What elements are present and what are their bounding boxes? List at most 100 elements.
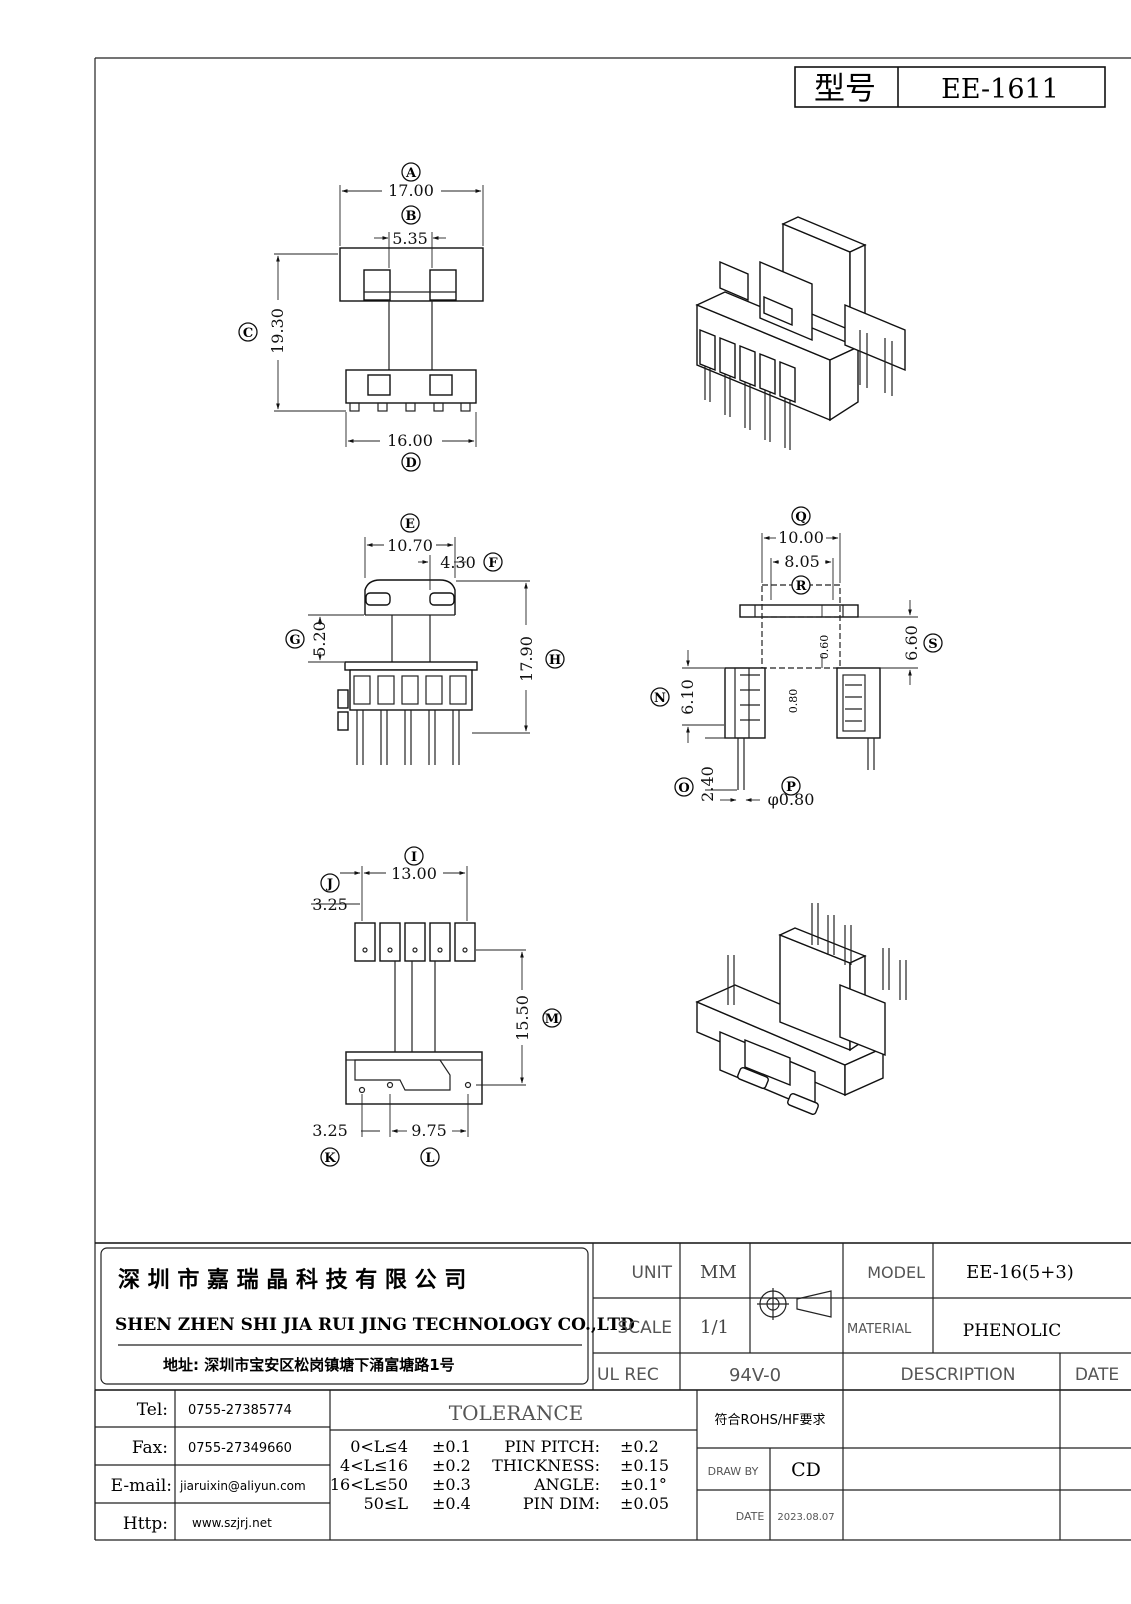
svg-text:E: E (405, 517, 415, 532)
dim-letter-q: Q (791, 506, 811, 526)
dim-o-value: 2.40 (698, 766, 717, 802)
svg-text:R: R (796, 579, 807, 594)
http-label: Http: (123, 1514, 168, 1534)
tel-label: Tel: (137, 1400, 168, 1420)
fax-label: Fax: (132, 1438, 168, 1458)
svg-text:H: H (549, 653, 561, 668)
dim-letter-i: I (404, 846, 424, 866)
dim-a-value: 17.00 (388, 181, 434, 200)
dim-letter-f: F (483, 552, 503, 572)
svg-text:F: F (488, 556, 498, 571)
model-box-label: 型号 (814, 71, 876, 107)
model-value: EE-16(5+3) (966, 1262, 1074, 1283)
description-label: DESCRIPTION (900, 1365, 1015, 1385)
company-address: 地址: 深圳市宝安区松岗镇塘下涌富塘路1号 (163, 1356, 455, 1374)
dim-letter-s: S (923, 633, 943, 653)
title-block (94, 1242, 1131, 1540)
pins-iso-top (704, 360, 791, 450)
tolerance-range-value: ±0.4 (432, 1494, 471, 1513)
dim-q-value: 10.00 (778, 528, 824, 547)
dim-r-value: 8.05 (784, 552, 820, 571)
svg-text:O: O (678, 781, 689, 796)
fax-value: 0755-27349660 (188, 1441, 292, 1456)
dim-letter-p: P (781, 776, 801, 796)
dim-letter-m: M (542, 1008, 562, 1028)
dim-s-value: 6.60 (902, 625, 921, 661)
dim-letter-b: B (401, 205, 421, 225)
view-front (308, 537, 530, 765)
tolerance-item-value: ±0.1° (620, 1475, 667, 1494)
date-row-label: DATE (736, 1510, 765, 1523)
unit-value: MM (700, 1262, 737, 1283)
dim-letter-g: G (285, 629, 305, 649)
http-value: www.szjrj.net (192, 1516, 272, 1530)
ul-label: UL REC (597, 1365, 659, 1385)
view-bottom (311, 866, 526, 1137)
tolerance-item-value: ±0.05 (620, 1494, 669, 1513)
dim-letter-e: E (400, 513, 420, 533)
svg-text:S: S (928, 637, 937, 652)
scale-value: 1/1 (700, 1317, 729, 1338)
svg-text:B: B (406, 209, 417, 224)
date-label: DATE (1075, 1365, 1119, 1385)
svg-text:L: L (425, 1151, 434, 1166)
svg-text:A: A (405, 166, 417, 181)
dim-letter-k: K (320, 1147, 340, 1167)
svg-text:G: G (289, 633, 300, 648)
svg-text:I: I (411, 850, 417, 865)
svg-text:J: J (326, 877, 333, 892)
tolerance-item-value: ±0.2 (620, 1437, 659, 1456)
dim-l-value: 9.75 (411, 1121, 447, 1140)
ul-value: 94V-0 (729, 1365, 781, 1386)
dim-n-value: 6.10 (678, 679, 697, 715)
tolerance-range: 4<L≤16 (340, 1456, 408, 1475)
tolerance-item: PIN DIM: (523, 1494, 600, 1513)
svg-text:C: C (243, 326, 253, 341)
dim-letter-l: L (420, 1147, 440, 1167)
dim-m-value: 15.50 (513, 995, 532, 1041)
view-side (682, 533, 918, 802)
tolerance-title: TOLERANCE (449, 1401, 584, 1425)
material-label: MATERIAL (847, 1322, 912, 1337)
model-box: 型号 EE-1611 (794, 66, 1106, 108)
svg-text:Q: Q (795, 510, 806, 525)
dim-g-value: 5.20 (310, 621, 329, 657)
tel-value: 0755-27385774 (188, 1403, 292, 1418)
tolerance-item-value: ±0.15 (620, 1456, 669, 1475)
rohs-note: 符合ROHS/HF要求 (715, 1412, 826, 1428)
dim-p-value: φ0.80 (768, 790, 815, 809)
projection-symbol-icon (757, 1288, 832, 1320)
model-box-value: EE-1611 (941, 74, 1059, 105)
svg-text:K: K (324, 1151, 336, 1166)
tolerance-item: PIN PITCH: (504, 1437, 600, 1456)
dim-k-value: 3.25 (312, 1121, 348, 1140)
unit-label: UNIT (631, 1263, 672, 1283)
dim-i-value: 13.00 (391, 864, 437, 883)
dim-inner1-value: 0.60 (818, 635, 831, 660)
tolerance-range: 0<L≤4 (350, 1437, 408, 1456)
draw-by-label: DRAW BY (708, 1465, 759, 1478)
dim-inner2-value: 0.80 (787, 689, 800, 714)
dim-f-value: 4.30 (440, 553, 476, 572)
view-iso-top (695, 216, 906, 450)
date-row-value: 2023.08.07 (777, 1512, 834, 1523)
draw-by-value: CD (791, 1459, 821, 1481)
email-label: E-mail: (111, 1476, 172, 1496)
dim-letter-r: R (791, 575, 811, 595)
dim-letter-j: J (320, 873, 340, 893)
tolerance-range-value: ±0.3 (432, 1475, 471, 1494)
dim-e-value: 10.70 (387, 536, 433, 555)
dim-letter-h: H (545, 649, 565, 669)
pins-front (356, 710, 460, 765)
view-top (274, 185, 484, 447)
svg-text:N: N (654, 691, 666, 706)
tolerance-range-value: ±0.2 (432, 1456, 471, 1475)
dim-b-value: 5.35 (392, 229, 428, 248)
dim-c-value: 19.30 (268, 308, 287, 354)
tolerance-range: 50≤L (364, 1494, 409, 1513)
tolerance-range: 16<L≤50 (330, 1475, 408, 1494)
model-label: MODEL (867, 1263, 925, 1282)
company-name-cn: 深 圳 市 嘉 瑞 晶 科 技 有 限 公 司 (118, 1267, 466, 1293)
dim-letter-d: D (401, 452, 421, 472)
svg-text:M: M (545, 1012, 559, 1027)
